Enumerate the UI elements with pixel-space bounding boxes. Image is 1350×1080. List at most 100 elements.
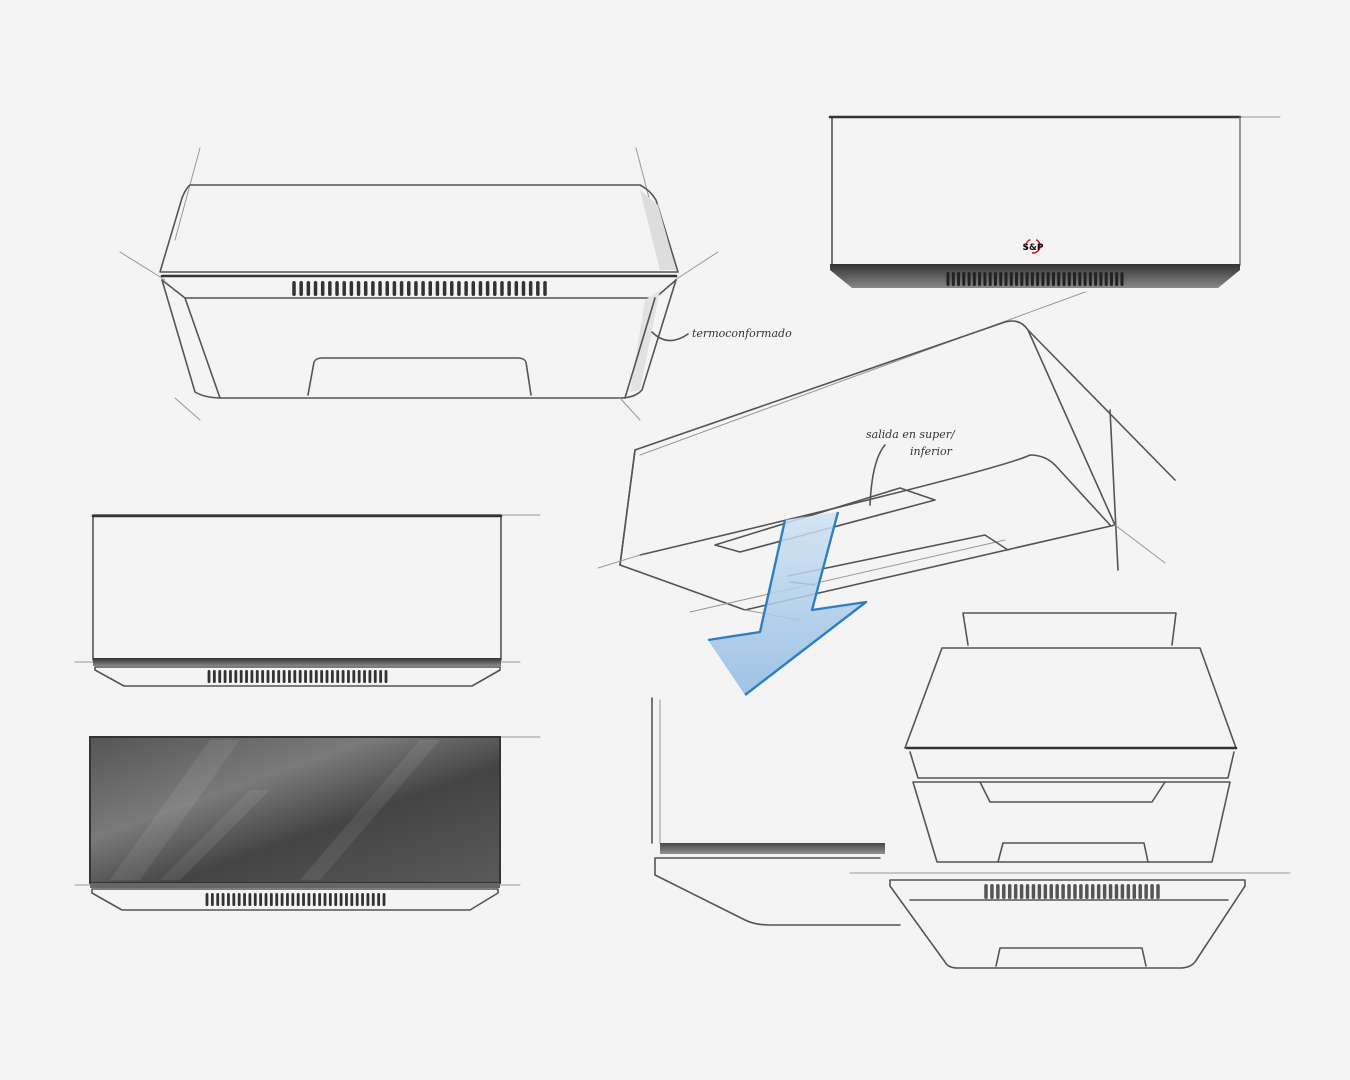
vent-slot [335, 281, 339, 296]
vent-slot [972, 272, 976, 286]
vent-slot [384, 670, 388, 683]
vent-slot [229, 670, 232, 683]
vent-slot [313, 281, 318, 296]
sketch-hood-partial-side [651, 697, 901, 926]
vent-slot [993, 272, 997, 286]
annotation-thermoformed: termoconformado [692, 327, 792, 340]
vent-slot [1051, 272, 1055, 286]
vent-slot [277, 670, 281, 683]
vent-slot [507, 281, 511, 296]
vent-slot [1094, 272, 1098, 286]
vent-slot [377, 893, 381, 906]
vent-slot [1088, 272, 1092, 286]
vent-slot [493, 281, 497, 296]
brand-logo: S&P [1023, 238, 1044, 254]
svg-text:S&P: S&P [1023, 243, 1044, 253]
vent-slot [350, 893, 354, 906]
sketch-hood-perspective-top-left: termoconformado [119, 147, 792, 421]
vent-slot [234, 670, 238, 683]
vent-slot [363, 670, 366, 683]
vent-slot [306, 281, 311, 296]
vent-slot [1126, 884, 1131, 899]
vent-slot [264, 893, 268, 906]
vent-slot [255, 670, 259, 683]
vent-slot [237, 893, 241, 906]
vent-slot [309, 670, 313, 683]
vent-slot [221, 893, 225, 906]
vent-slot [302, 893, 305, 906]
vent-slot [282, 670, 286, 683]
vent-slot [500, 281, 504, 296]
vent-slot [1156, 884, 1160, 899]
vent-slot [218, 670, 222, 683]
vent-slot [232, 893, 236, 906]
vent-slot [1037, 884, 1042, 899]
vent-slot [406, 281, 411, 296]
vent-slot [514, 281, 519, 296]
vent-slot [266, 670, 270, 683]
vent-slot [1067, 884, 1071, 899]
vent-slot [1030, 272, 1034, 286]
vent-slot [528, 281, 533, 296]
vent-slot [1019, 884, 1024, 899]
vent-slot [314, 670, 318, 683]
vent-slot [1108, 884, 1113, 899]
vent-slot [366, 893, 370, 906]
vent-slot [428, 281, 433, 296]
vent-slot [978, 272, 982, 286]
vent-slot [291, 893, 295, 906]
sketch-hood-front-middle-left [74, 514, 541, 687]
vent-slot [382, 893, 386, 906]
vent-slot [1013, 884, 1018, 899]
vent-slot [1062, 272, 1066, 286]
vent-slot [292, 281, 296, 296]
vent-slot [1109, 272, 1113, 286]
vent-slots [205, 893, 386, 906]
vent-slot [999, 272, 1003, 286]
vent-slot [1078, 272, 1082, 286]
vent-slot [450, 281, 454, 296]
vent-slot [521, 281, 526, 296]
vent-slot [1043, 884, 1048, 899]
vent-slot [392, 281, 397, 296]
vent-slot [371, 893, 375, 906]
vent-slot [205, 893, 209, 906]
vent-slot [1036, 272, 1040, 286]
vent-slot [1120, 884, 1125, 899]
vent-slot [1049, 884, 1053, 899]
vent-slot [988, 272, 992, 286]
vent-slot [1083, 272, 1087, 286]
vent-slot [1085, 884, 1089, 899]
vent-slot [355, 893, 359, 906]
vent-slot [347, 670, 350, 683]
vent-slot [478, 281, 483, 296]
vent-slot [385, 281, 389, 296]
vent-slot [1041, 272, 1045, 286]
vent-slot [1102, 884, 1107, 899]
vent-slot [248, 893, 252, 906]
vent-slot [1009, 272, 1013, 286]
vent-slot [983, 272, 987, 286]
sketch-hood-glass-front [74, 736, 541, 911]
vent-slot [1138, 884, 1142, 899]
vent-slot [239, 670, 243, 683]
vent-slot [342, 281, 346, 296]
vent-slots [207, 670, 388, 683]
vent-slot [1020, 272, 1024, 286]
annotation-outlet-line1: salida en super/ [866, 428, 956, 441]
vent-slot [334, 893, 338, 906]
vent-slot [1079, 884, 1083, 899]
vent-slot [457, 281, 461, 296]
vent-slot [330, 670, 334, 683]
annotation-leader [869, 444, 886, 506]
vent-slot [1073, 272, 1077, 286]
vent-slot [356, 281, 361, 296]
vent-slot [1115, 272, 1119, 286]
vent-slot [996, 884, 1000, 899]
vent-slot [1104, 272, 1108, 286]
vent-slot [1073, 884, 1077, 899]
vent-slot [1015, 272, 1019, 286]
vent-slot [328, 893, 332, 906]
vent-slot [275, 893, 279, 906]
vent-slot [253, 893, 257, 906]
